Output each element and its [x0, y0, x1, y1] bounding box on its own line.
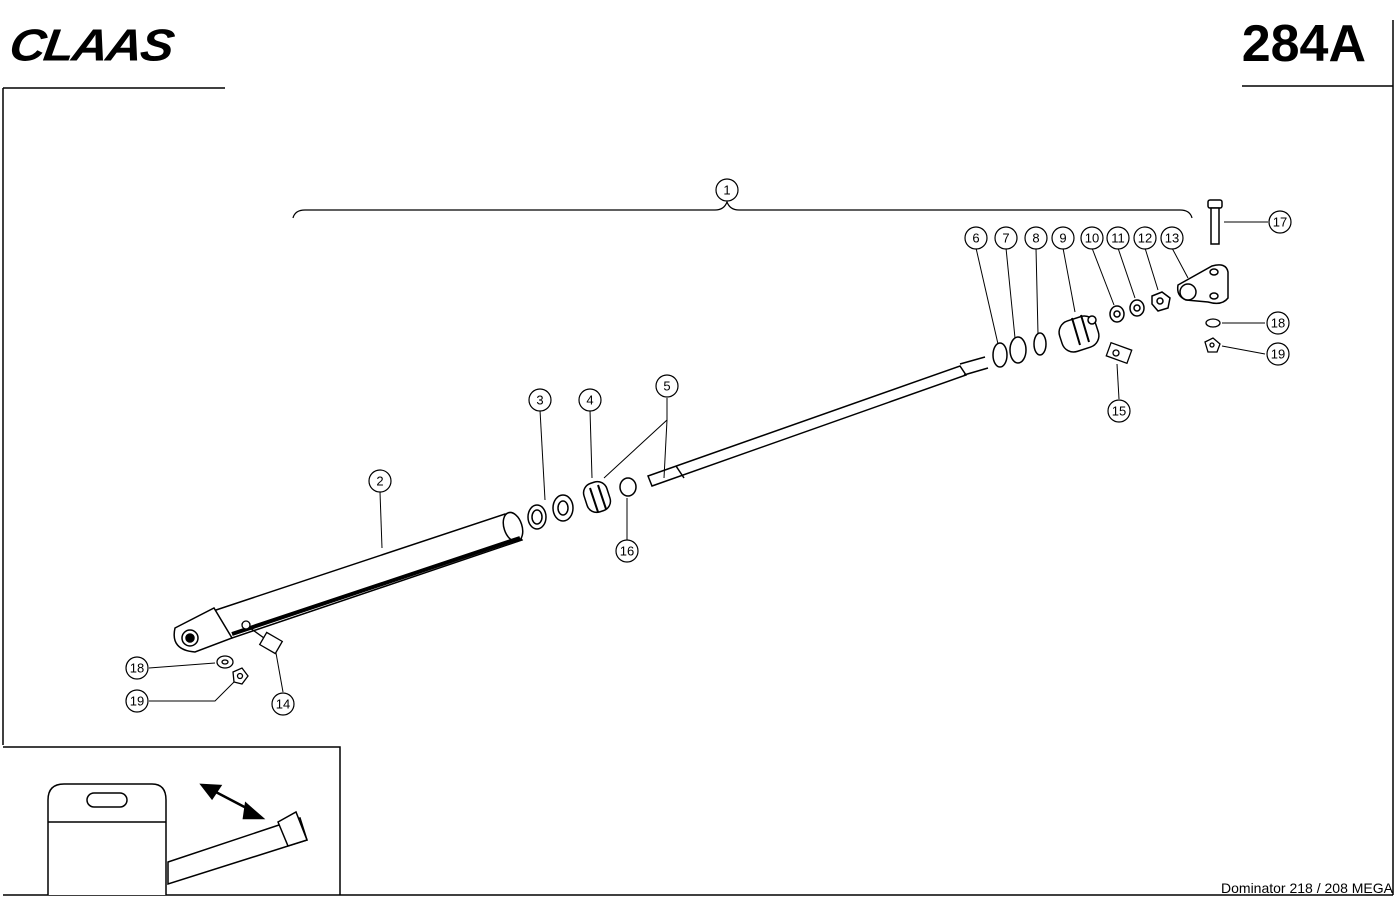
assembly-bracket	[292, 200, 1193, 219]
rod-washers-nuts	[1109, 291, 1171, 323]
callout-circle	[1133, 226, 1157, 250]
cylinder-barrel	[173, 511, 524, 653]
clevis-pin	[1207, 199, 1223, 245]
callout-number: 4	[586, 393, 593, 408]
model-footer: Dominator 218 / 208 MEGA	[1221, 880, 1393, 896]
callout-12: 12	[1133, 226, 1157, 250]
movement-arrow-icon	[199, 783, 266, 820]
seal-rings	[527, 494, 574, 530]
callout-6: 6	[964, 226, 988, 250]
callout-circle	[271, 692, 295, 716]
callout-number: 19	[130, 694, 144, 709]
bleed-fitting	[1105, 341, 1133, 365]
callout-circle	[994, 226, 1018, 250]
callout-circle	[125, 689, 149, 713]
callout-8: 8	[1024, 226, 1048, 250]
washer-nut-right	[1204, 318, 1221, 353]
callout-16: 16	[615, 539, 639, 563]
callout-number: 6	[972, 231, 979, 246]
callout-circle	[528, 388, 552, 412]
callout-number: 15	[1112, 404, 1126, 419]
grease-fitting	[241, 620, 284, 655]
callout-number: 5	[663, 379, 670, 394]
callout-number: 14	[276, 697, 290, 712]
callout-number: 7	[1002, 231, 1009, 246]
callout-number: 18	[130, 661, 144, 676]
callout-14: 14	[271, 692, 295, 716]
callout-circle	[1266, 311, 1290, 335]
cylinder-head	[1058, 314, 1100, 353]
callout-3: 3	[528, 388, 552, 412]
callout-circle	[1106, 226, 1130, 250]
inset-location-view	[3, 746, 341, 895]
piston	[582, 477, 637, 514]
callout-number: 9	[1059, 231, 1066, 246]
callout-circle	[1024, 226, 1048, 250]
callout-9: 9	[1051, 226, 1075, 250]
callout-number: 1	[723, 183, 730, 198]
callout-1: 1	[715, 178, 739, 202]
leader-lines	[148, 221, 1268, 702]
callout-circle	[1080, 226, 1104, 250]
callout-circle	[125, 656, 149, 680]
callout-19: 19	[125, 689, 149, 713]
callout-circle	[368, 469, 392, 493]
callout-circle	[1051, 226, 1075, 250]
callout-7: 7	[994, 226, 1018, 250]
o-rings	[992, 332, 1047, 368]
callout-number: 11	[1111, 231, 1125, 246]
page-number: 284A	[1241, 15, 1366, 73]
callout-5: 5	[655, 374, 679, 398]
callout-number: 8	[1032, 231, 1039, 246]
callout-circle	[1107, 399, 1131, 423]
callout-10: 10	[1080, 226, 1104, 250]
callout-15: 15	[1107, 399, 1131, 423]
callout-number: 16	[620, 544, 634, 559]
rod-end-clevis	[1176, 264, 1229, 305]
piston-rod	[647, 356, 989, 487]
callout-circle	[964, 226, 988, 250]
callout-circle	[655, 374, 679, 398]
callout-number: 3	[536, 393, 543, 408]
callout-circle	[1266, 342, 1290, 366]
callout-18: 18	[1266, 311, 1290, 335]
callout-number: 19	[1271, 347, 1285, 362]
callout-circle	[615, 539, 639, 563]
callout-2: 2	[368, 469, 392, 493]
callout-number: 2	[376, 474, 383, 489]
callout-11: 11	[1106, 226, 1130, 250]
callout-4: 4	[578, 388, 602, 412]
callout-circle	[1160, 226, 1184, 250]
callout-number: 13	[1165, 231, 1179, 246]
callout-circle	[715, 178, 739, 202]
callout-number: 12	[1138, 231, 1152, 246]
callout-circle	[578, 388, 602, 412]
callout-number: 17	[1273, 215, 1287, 230]
callout-circle	[1268, 210, 1292, 234]
callout-19: 19	[1266, 342, 1290, 366]
page-frame	[2, 20, 1394, 896]
callout-17: 17	[1268, 210, 1292, 234]
callout-number: 18	[1271, 316, 1285, 331]
callout-13: 13	[1160, 226, 1184, 250]
callout-18: 18	[125, 656, 149, 680]
callout-number: 10	[1085, 231, 1099, 246]
washer-nut-left	[216, 655, 249, 685]
